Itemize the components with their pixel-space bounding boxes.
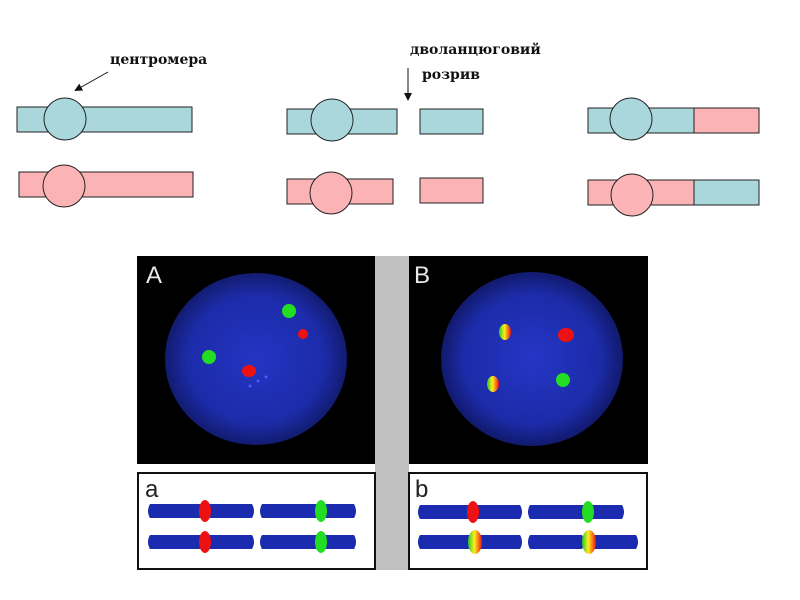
- chromosome-ideogram: [260, 531, 356, 553]
- fusion-signal: [487, 376, 499, 392]
- ideogram-panel-a: a: [137, 472, 376, 570]
- fish-panel-b: B: [409, 256, 648, 464]
- centromere: [43, 97, 87, 141]
- chromosome-ideogram: [418, 501, 522, 523]
- green-signal: [282, 304, 296, 318]
- nucleus: [441, 272, 623, 446]
- centromere: [309, 171, 353, 215]
- chromosome-ideogram: [260, 500, 356, 522]
- normal-blue-chromosome: [16, 97, 193, 141]
- double-strand-break-label-line1: дволанцюговий: [410, 41, 541, 58]
- broken-blue-chromosome: [286, 98, 484, 142]
- panel-label-b: b: [415, 476, 428, 503]
- fish-figure: A B a: [137, 256, 648, 570]
- pink-fragment: [419, 177, 484, 204]
- derivative-pink-chromosome: [587, 173, 760, 217]
- green-signal: [202, 350, 216, 364]
- derivative-blue-chromosome: [587, 97, 760, 141]
- centromere-label: центромера: [110, 52, 207, 68]
- red-signal: [242, 365, 256, 377]
- green-signal: [556, 373, 570, 387]
- normal-pink-chromosome: [18, 164, 194, 208]
- centromere: [310, 98, 354, 142]
- centromere: [609, 97, 653, 141]
- double-strand-break-label-line2: розрив: [422, 67, 480, 83]
- red-signal: [298, 329, 308, 339]
- chromosome-ideogram: [528, 501, 624, 523]
- panel-label-B: B: [414, 262, 430, 289]
- fusion-signal: [468, 530, 482, 554]
- panel-divider: [375, 256, 409, 570]
- fusion-signal: [582, 530, 596, 554]
- centromere: [42, 164, 86, 208]
- red-signal: [558, 328, 574, 342]
- ideogram-panel-b: b: [408, 472, 648, 570]
- nucleus: [165, 273, 347, 445]
- centromere-arrow: [74, 71, 109, 91]
- chromosome-ideogram: [418, 530, 522, 554]
- chromosome-ideogram: [528, 530, 638, 554]
- panel-label-A: A: [146, 262, 162, 289]
- chromosome-ideogram: [148, 500, 254, 522]
- fusion-signal: [499, 324, 511, 340]
- centromere: [610, 173, 654, 217]
- chromosome-ideogram: [148, 531, 254, 553]
- blue-fragment: [419, 108, 484, 135]
- fish-panel-a: A: [137, 256, 375, 464]
- broken-pink-chromosome: [286, 171, 484, 215]
- panel-label-a: a: [145, 476, 159, 503]
